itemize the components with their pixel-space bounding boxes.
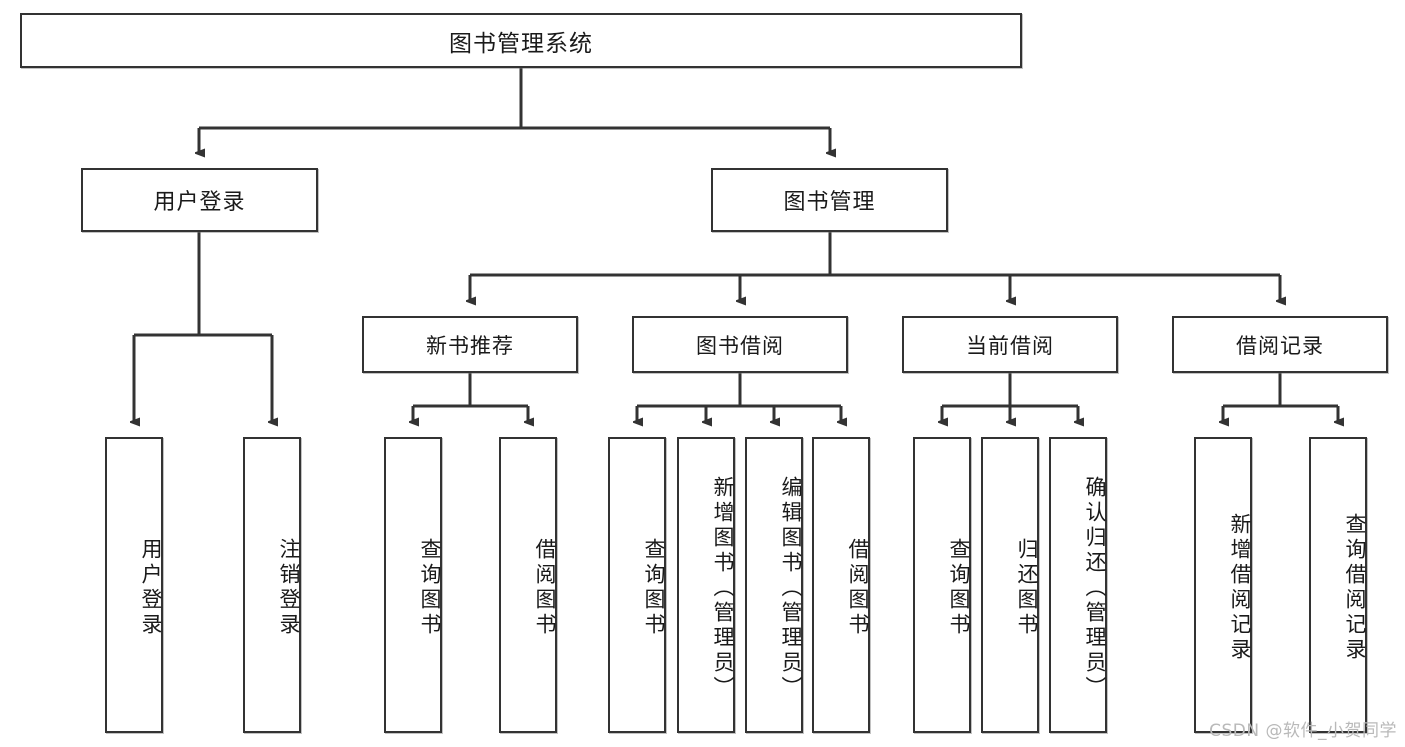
node-leaf-add-record-label: 新增借阅记录 — [1228, 513, 1252, 663]
node-leaf-edit-book-label: 编辑图书（管理员） — [779, 475, 803, 701]
node-leaf-add-book-label: 新增图书（管理员） — [711, 475, 735, 701]
node-book-management-label: 图书管理 — [783, 190, 876, 215]
node-leaf-borrow-book-2[interactable]: 借阅图书 — [812, 437, 870, 733]
node-leaf-return-book[interactable]: 归还图书 — [981, 437, 1039, 733]
node-leaf-user-login[interactable]: 用户登录 — [105, 437, 163, 733]
node-leaf-borrow-book-1-label: 借阅图书 — [533, 538, 557, 638]
node-leaf-query-book-2[interactable]: 查询图书 — [608, 437, 666, 733]
node-new-book-recommend[interactable]: 新书推荐 — [362, 316, 578, 373]
node-leaf-borrow-book-1[interactable]: 借阅图书 — [499, 437, 557, 733]
node-borrow-record-label: 借阅记录 — [1236, 333, 1324, 358]
node-current-borrow-label: 当前借阅 — [966, 333, 1054, 358]
node-current-borrow[interactable]: 当前借阅 — [902, 316, 1118, 373]
node-leaf-query-book-1[interactable]: 查询图书 — [384, 437, 442, 733]
node-borrow-record[interactable]: 借阅记录 — [1172, 316, 1388, 373]
node-leaf-query-book-2-label: 查询图书 — [642, 538, 666, 638]
node-new-book-recommend-label: 新书推荐 — [426, 333, 514, 358]
node-leaf-confirm-return[interactable]: 确认归还（管理员） — [1049, 437, 1107, 733]
node-book-management[interactable]: 图书管理 — [711, 168, 948, 232]
node-leaf-user-login-label: 用户登录 — [139, 538, 163, 638]
watermark: CSDN @软件_小贺同学 — [1209, 721, 1397, 741]
node-book-borrow[interactable]: 图书借阅 — [632, 316, 848, 373]
node-leaf-query-record-label: 查询借阅记录 — [1343, 513, 1367, 663]
node-leaf-edit-book[interactable]: 编辑图书（管理员） — [745, 437, 803, 733]
node-leaf-query-book-3[interactable]: 查询图书 — [913, 437, 971, 733]
node-leaf-confirm-return-label: 确认归还（管理员） — [1083, 475, 1107, 701]
node-leaf-logout-login-label: 注销登录 — [277, 538, 301, 638]
node-user-login[interactable]: 用户登录 — [81, 168, 318, 232]
node-book-borrow-label: 图书借阅 — [696, 333, 784, 358]
node-leaf-query-book-3-label: 查询图书 — [947, 538, 971, 638]
node-user-login-label: 用户登录 — [153, 190, 246, 215]
node-leaf-add-record[interactable]: 新增借阅记录 — [1194, 437, 1252, 733]
node-root-label: 图书管理系统 — [449, 30, 593, 57]
node-root[interactable]: 图书管理系统 — [20, 13, 1022, 68]
node-leaf-add-book[interactable]: 新增图书（管理员） — [677, 437, 735, 733]
node-leaf-query-record[interactable]: 查询借阅记录 — [1309, 437, 1367, 733]
node-leaf-query-book-1-label: 查询图书 — [418, 538, 442, 638]
node-leaf-return-book-label: 归还图书 — [1015, 538, 1039, 638]
node-leaf-borrow-book-2-label: 借阅图书 — [846, 538, 870, 638]
node-leaf-logout-login[interactable]: 注销登录 — [243, 437, 301, 733]
